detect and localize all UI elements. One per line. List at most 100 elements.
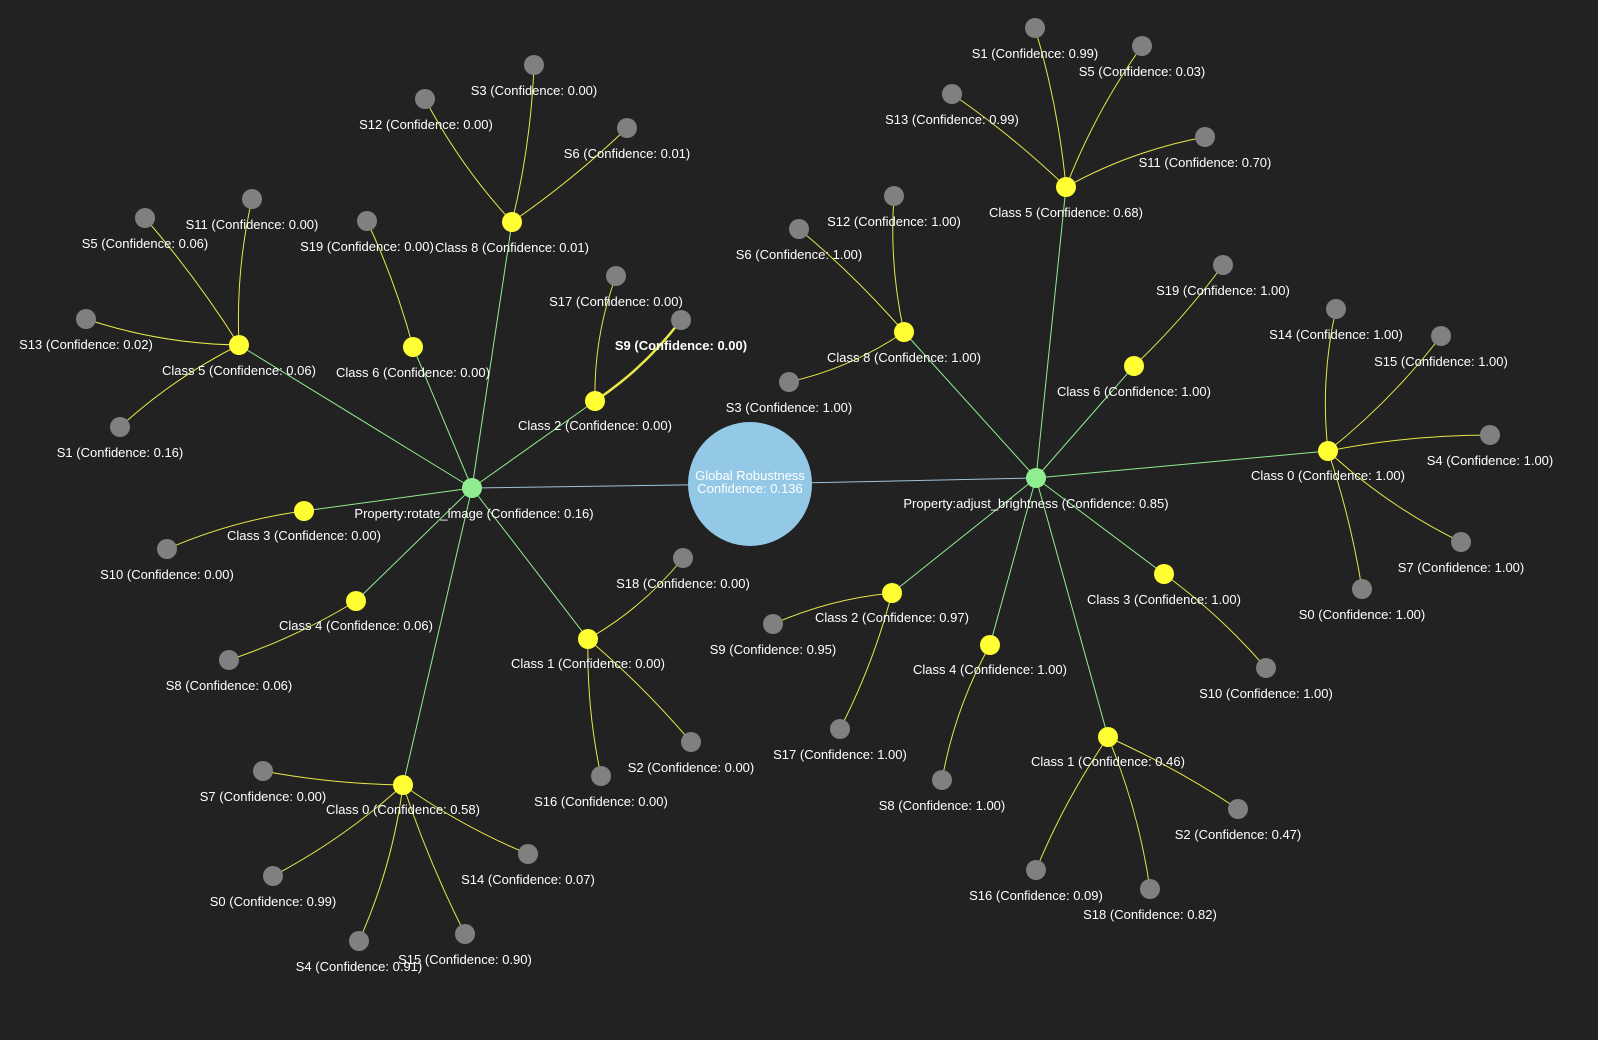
- sample-node-0-5-0[interactable]: [219, 650, 239, 670]
- class-node-0-7[interactable]: [393, 775, 413, 795]
- class-node-0-1[interactable]: [229, 335, 249, 355]
- sample-node-0-3-1[interactable]: [671, 310, 691, 330]
- sample-node-0-4-0[interactable]: [157, 539, 177, 559]
- link-property-1-class-5: [1035, 477, 1165, 575]
- class-node-0-3[interactable]: [585, 391, 605, 411]
- link-class-0-4-sample-0: [166, 510, 305, 550]
- sample-node-0-3-0[interactable]: [606, 266, 626, 286]
- sample-node-0-2-0[interactable]: [357, 211, 377, 231]
- sample-node-0-0-2[interactable]: [617, 118, 637, 138]
- class-node-1-3[interactable]: [1318, 441, 1338, 461]
- link-class-1-3-sample-3: [1327, 450, 1462, 543]
- sample-node-1-0-0[interactable]: [1025, 18, 1045, 38]
- sample-label-1-4-0: S9 (Confidence: 0.95): [710, 642, 836, 657]
- sample-node-1-7-2[interactable]: [1140, 879, 1160, 899]
- sample-label-1-2-0: S19 (Confidence: 1.00): [1156, 283, 1290, 298]
- link-class-0-7-sample-0: [262, 770, 404, 786]
- class-node-1-6[interactable]: [980, 635, 1000, 655]
- link-class-1-3-sample-2: [1327, 434, 1491, 452]
- sample-label-1-3-3: S7 (Confidence: 1.00): [1398, 560, 1524, 575]
- sample-node-0-1-0[interactable]: [242, 189, 262, 209]
- sample-node-1-3-4[interactable]: [1352, 579, 1372, 599]
- class-node-0-5[interactable]: [346, 591, 366, 611]
- link-class-0-5-sample-0: [228, 600, 357, 661]
- sample-node-1-0-1[interactable]: [1132, 36, 1152, 56]
- nodes-layer: [76, 18, 1500, 951]
- sample-node-1-3-1[interactable]: [1431, 326, 1451, 346]
- class-node-1-7[interactable]: [1098, 727, 1118, 747]
- sample-label-0-0-1: S12 (Confidence: 0.00): [359, 117, 493, 132]
- sample-label-0-2-0: S19 (Confidence: 0.00): [300, 239, 434, 254]
- sample-node-0-7-3[interactable]: [455, 924, 475, 944]
- sample-node-1-6-0[interactable]: [932, 770, 952, 790]
- sample-label-1-6-0: S8 (Confidence: 1.00): [879, 798, 1005, 813]
- sample-node-1-3-0[interactable]: [1326, 299, 1346, 319]
- sample-label-1-3-1: S15 (Confidence: 1.00): [1374, 354, 1508, 369]
- sample-label-1-1-2: S3 (Confidence: 1.00): [726, 400, 852, 415]
- link-property-0-class-1: [238, 344, 473, 489]
- sample-label-0-3-1: S9 (Confidence: 0.00): [615, 338, 747, 353]
- class-node-1-1[interactable]: [894, 322, 914, 342]
- sample-node-0-1-2[interactable]: [76, 309, 96, 329]
- link-property-1-class-1: [903, 331, 1037, 479]
- sample-node-0-0-0[interactable]: [524, 55, 544, 75]
- sample-label-0-7-4: S4 (Confidence: 0.91): [296, 959, 422, 974]
- sample-node-1-0-3[interactable]: [1195, 127, 1215, 147]
- class-label-0-3: Class 2 (Confidence: 0.00): [518, 418, 672, 433]
- root-node-confidence: Confidence: 0.136: [697, 481, 803, 496]
- sample-node-0-7-4[interactable]: [349, 931, 369, 951]
- class-node-0-6[interactable]: [578, 629, 598, 649]
- sample-node-1-7-1[interactable]: [1026, 860, 1046, 880]
- class-node-1-2[interactable]: [1124, 356, 1144, 376]
- sample-node-1-1-2[interactable]: [779, 372, 799, 392]
- sample-node-0-7-1[interactable]: [518, 844, 538, 864]
- sample-node-1-2-0[interactable]: [1213, 255, 1233, 275]
- property-node-1[interactable]: [1026, 468, 1046, 488]
- sample-label-0-0-2: S6 (Confidence: 0.01): [564, 146, 690, 161]
- link-class-0-6-sample-2: [587, 638, 602, 777]
- sample-node-1-5-0[interactable]: [1256, 658, 1276, 678]
- sample-node-0-6-2[interactable]: [591, 766, 611, 786]
- link-property-0-class-7: [402, 487, 473, 786]
- sample-node-1-1-0[interactable]: [884, 186, 904, 206]
- sample-label-1-0-1: S5 (Confidence: 0.03): [1079, 64, 1205, 79]
- class-node-0-0[interactable]: [502, 212, 522, 232]
- sample-node-1-7-0[interactable]: [1228, 799, 1248, 819]
- class-node-1-5[interactable]: [1154, 564, 1174, 584]
- sample-label-1-0-0: S1 (Confidence: 0.99): [972, 46, 1098, 61]
- sample-label-0-1-3: S1 (Confidence: 0.16): [57, 445, 183, 460]
- class-label-1-4: Class 2 (Confidence: 0.97): [815, 610, 969, 625]
- class-node-1-4[interactable]: [882, 583, 902, 603]
- sample-node-0-6-1[interactable]: [681, 732, 701, 752]
- link-class-1-1-sample-2: [788, 331, 905, 383]
- property-node-0[interactable]: [462, 478, 482, 498]
- link-class-1-1-sample-0: [892, 195, 905, 333]
- class-node-1-0[interactable]: [1056, 177, 1076, 197]
- link-class-0-1-sample-0: [237, 198, 253, 346]
- link-property-0-class-6: [471, 487, 589, 640]
- class-label-1-5: Class 3 (Confidence: 1.00): [1087, 592, 1241, 607]
- sample-node-0-0-1[interactable]: [415, 89, 435, 109]
- sample-node-0-1-3[interactable]: [110, 417, 130, 437]
- sample-node-0-6-0[interactable]: [673, 548, 693, 568]
- sample-label-0-0-0: S3 (Confidence: 0.00): [471, 83, 597, 98]
- link-property-0-class-5: [355, 487, 473, 602]
- sample-node-1-3-2[interactable]: [1480, 425, 1500, 445]
- sample-node-0-7-0[interactable]: [253, 761, 273, 781]
- link-property-1-class-7: [1035, 477, 1109, 738]
- sample-node-1-4-0[interactable]: [763, 614, 783, 634]
- sample-node-1-3-3[interactable]: [1451, 532, 1471, 552]
- link-class-0-6-sample-0: [587, 557, 684, 640]
- link-class-0-0-sample-0: [511, 64, 535, 223]
- sample-node-0-7-2[interactable]: [263, 866, 283, 886]
- root-node-global-robustness[interactable]: [688, 422, 812, 546]
- sample-label-1-0-2: S13 (Confidence: 0.99): [885, 112, 1019, 127]
- sample-node-1-0-2[interactable]: [942, 84, 962, 104]
- sample-node-0-1-1[interactable]: [135, 208, 155, 228]
- class-node-0-4[interactable]: [294, 501, 314, 521]
- sample-node-1-4-1[interactable]: [830, 719, 850, 739]
- class-node-0-2[interactable]: [403, 337, 423, 357]
- sample-label-0-3-0: S17 (Confidence: 0.00): [549, 294, 683, 309]
- sample-node-1-1-1[interactable]: [789, 219, 809, 239]
